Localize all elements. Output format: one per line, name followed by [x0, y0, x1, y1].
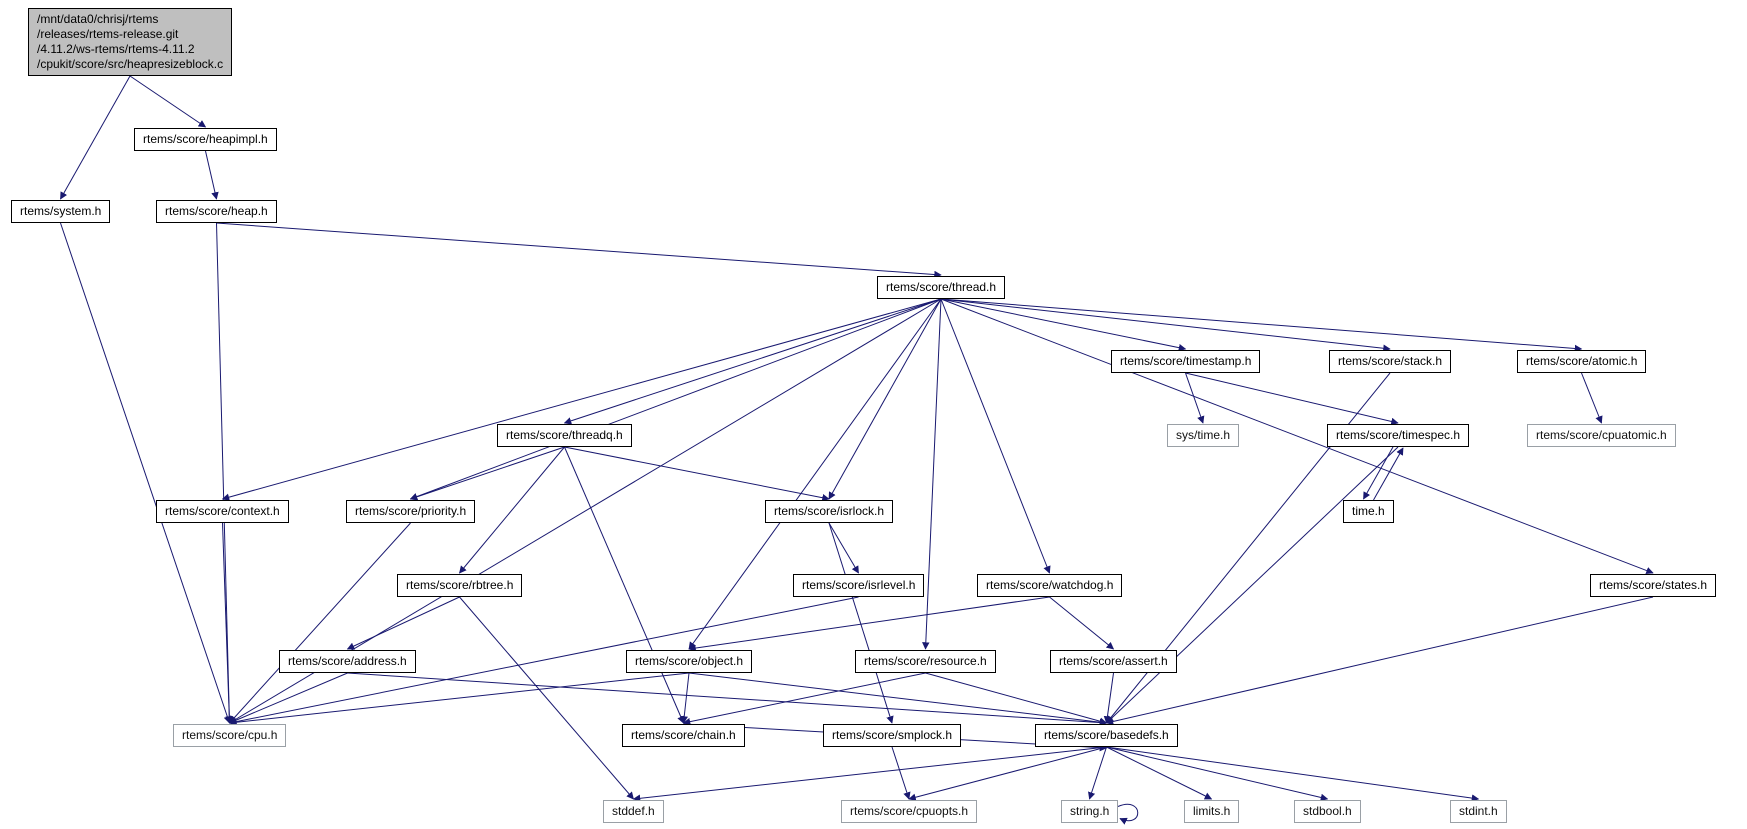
graph-edge-heapresizeblock_c-system — [60, 75, 131, 200]
graph-node-string[interactable]: string.h — [1061, 800, 1119, 823]
graph-node-limits[interactable]: limits.h — [1184, 800, 1240, 823]
graph-node-stdbool[interactable]: stdbool.h — [1294, 800, 1361, 823]
graph-edge-thread-atomic — [940, 298, 1583, 353]
graph-node-assert[interactable]: rtems/score/assert.h — [1050, 650, 1177, 673]
graph-edge-thread-resource — [922, 298, 942, 650]
graph-edge-thread-timestamp — [940, 298, 1187, 352]
graph-node-systime[interactable]: sys/time.h — [1167, 424, 1240, 447]
graph-node-time_h[interactable]: time.h — [1343, 500, 1394, 523]
graph-edge-timespec-time_h — [1363, 446, 1394, 500]
graph-edge-object-cpu — [228, 672, 690, 726]
graph-edge-thread-isrlock — [828, 298, 942, 500]
graph-edge-watchdog-assert — [1049, 596, 1115, 650]
graph-edge-string-string — [1117, 803, 1139, 825]
graph-edge-priority-cpu — [228, 522, 411, 724]
graph-node-rbtree[interactable]: rtems/score/rbtree.h — [397, 574, 523, 597]
graph-edge-smplock-cpuopts — [891, 746, 911, 800]
graph-node-states[interactable]: rtems/score/states.h — [1590, 574, 1717, 597]
graph-edge-isrlevel-cpu — [228, 596, 859, 726]
graph-node-cpu[interactable]: rtems/score/cpu.h — [173, 724, 287, 747]
graph-edge-states-basedefs — [1105, 596, 1654, 726]
graph-edge-system-cpu — [60, 222, 231, 724]
graph-edge-group — [60, 75, 1654, 825]
graph-edge-heapimpl-heap — [205, 150, 219, 200]
graph-node-heap[interactable]: rtems/score/heap.h — [156, 200, 277, 223]
graph-edge-heap-cpu — [216, 222, 234, 724]
graph-edge-thread-threadq — [563, 298, 942, 425]
graph-node-timespec[interactable]: rtems/score/timespec.h — [1327, 424, 1470, 447]
graph-node-system[interactable]: rtems/system.h — [11, 200, 111, 223]
graph-edge-isrlock-smplock — [828, 522, 894, 724]
graph-node-isrlevel[interactable]: rtems/score/isrlevel.h — [793, 574, 925, 597]
graph-node-threadq[interactable]: rtems/score/threadq.h — [497, 424, 632, 447]
graph-edge-heapresizeblock_c-heapimpl — [129, 75, 207, 128]
graph-edge-basedefs-limits — [1106, 746, 1213, 800]
graph-node-heapresizeblock_c: /mnt/data0/chrisj/rtems /releases/rtems-… — [28, 8, 233, 76]
graph-edge-time_h-timespec — [1373, 447, 1404, 501]
graph-edge-object-basedefs — [688, 672, 1108, 726]
graph-node-watchdog[interactable]: rtems/score/watchdog.h — [977, 574, 1123, 597]
graph-node-object[interactable]: rtems/score/object.h — [626, 650, 753, 673]
graph-edge-context-cpu — [222, 522, 234, 724]
graph-node-stddef[interactable]: stddef.h — [603, 800, 664, 823]
graph-edge-watchdog-object — [688, 596, 1050, 652]
graph-edge-basedefs-cpuopts — [908, 746, 1107, 801]
graph-edge-basedefs-stdbool — [1106, 746, 1329, 802]
graph-node-stack[interactable]: rtems/score/stack.h — [1329, 350, 1452, 373]
graph-node-cpuopts[interactable]: rtems/score/cpuopts.h — [841, 800, 978, 823]
graph-edge-threadq-priority — [409, 446, 565, 501]
graph-edge-basedefs-string — [1088, 746, 1107, 800]
graph-edge-threadq-chain — [564, 446, 685, 724]
graph-edge-address-basedefs — [347, 672, 1108, 727]
graph-edge-rbtree-stddef — [459, 596, 634, 800]
graph-edge-thread-stack — [940, 298, 1391, 352]
graph-edge-timestamp-timespec — [1185, 372, 1399, 426]
graph-edge-timestamp-systime — [1185, 372, 1205, 424]
graph-edge-atomic-cpuatomic — [1581, 372, 1603, 424]
graph-edge-threadq-isrlock — [564, 446, 830, 502]
graph-node-priority[interactable]: rtems/score/priority.h — [346, 500, 476, 523]
graph-edge-basedefs-stdint — [1106, 746, 1480, 802]
graph-node-thread[interactable]: rtems/score/thread.h — [877, 276, 1006, 299]
graph-node-chain[interactable]: rtems/score/chain.h — [622, 724, 745, 747]
graph-edge-thread-context — [221, 298, 942, 501]
graph-edge-address-cpu — [228, 672, 348, 724]
graph-node-timestamp[interactable]: rtems/score/timestamp.h — [1111, 350, 1261, 373]
graph-edge-thread-watchdog — [940, 298, 1051, 574]
graph-node-atomic[interactable]: rtems/score/atomic.h — [1517, 350, 1647, 373]
graph-edge-heap-thread — [216, 222, 942, 279]
graph-node-address[interactable]: rtems/score/address.h — [279, 650, 416, 673]
graph-node-heapimpl[interactable]: rtems/score/heapimpl.h — [134, 128, 277, 151]
graph-edge-thread-object — [688, 298, 942, 650]
graph-node-isrlock[interactable]: rtems/score/isrlock.h — [765, 500, 894, 523]
graph-edge-isrlock-isrlevel — [828, 522, 859, 574]
graph-node-cpuatomic[interactable]: rtems/score/cpuatomic.h — [1527, 424, 1676, 447]
graph-edge-timespec-basedefs — [1105, 446, 1399, 724]
graph-edge-rbtree-address — [346, 596, 460, 650]
graph-edge-resource-chain — [682, 672, 926, 726]
graph-edge-thread-states — [940, 298, 1654, 575]
graph-node-smplock[interactable]: rtems/score/smplock.h — [823, 724, 962, 747]
graph-edge-assert-basedefs — [1103, 672, 1114, 724]
graph-edge-thread-priority — [409, 298, 942, 501]
graph-edge-threadq-rbtree — [459, 446, 565, 574]
graph-edge-basedefs-stddef — [632, 746, 1107, 802]
graph-node-stdint[interactable]: stdint.h — [1450, 800, 1507, 823]
graph-edge-resource-basedefs — [925, 672, 1108, 725]
graph-node-resource[interactable]: rtems/score/resource.h — [855, 650, 996, 673]
graph-node-context[interactable]: rtems/score/context.h — [156, 500, 289, 523]
graph-node-basedefs[interactable]: rtems/score/basedefs.h — [1035, 724, 1178, 747]
graph-edge-object-chain — [680, 672, 690, 724]
